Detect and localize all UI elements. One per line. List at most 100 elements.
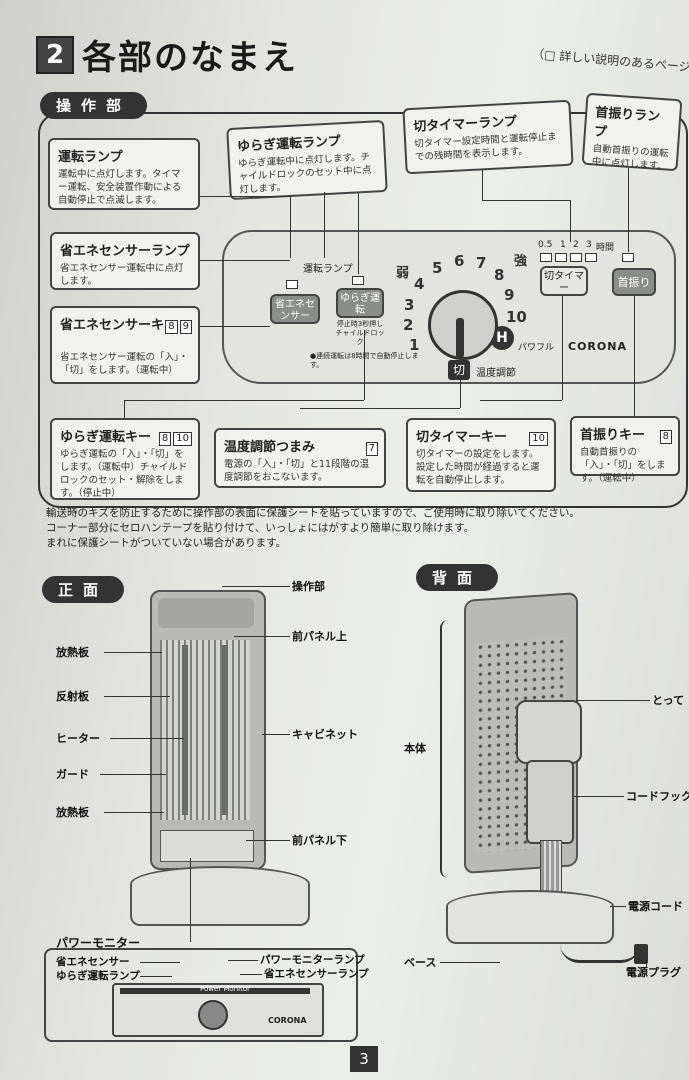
eco-sensor-button[interactable]: 省エネセンサー (270, 294, 320, 324)
front-label-left-0: 放熱板 (56, 646, 89, 659)
timer-lamp-2 (570, 253, 582, 262)
callout-desc: 省エネセンサー運転中に点灯します。 (60, 263, 184, 287)
back-label-body: 本体 (404, 742, 426, 755)
front-grille (160, 640, 250, 820)
timer-lamp-0 (540, 253, 552, 262)
monitor-label-power-lamp: パワーモニターランプ (260, 954, 365, 966)
powerful-label: パワフル (518, 343, 555, 353)
callout-title: 運転ランプ (58, 150, 123, 165)
timer-lamp-3 (585, 253, 597, 262)
front-control-area (158, 598, 254, 628)
dial-number: 2 (403, 316, 414, 334)
front-label-right-2: キャビネット (292, 728, 358, 741)
leader-line (562, 296, 563, 400)
callout-title: 温度調節つまみ (224, 440, 316, 455)
main-body-bracket (440, 620, 450, 878)
leader-line (364, 330, 365, 400)
back-label-handle: とって (652, 694, 685, 707)
heater-tube (222, 645, 228, 815)
leader-line (222, 586, 290, 587)
timer-scale-0: 0.5 (538, 240, 553, 250)
back-label-base: ベース (404, 956, 437, 969)
leader-line (246, 840, 290, 841)
page-ref: 10 (529, 432, 548, 446)
monitor-strip (120, 988, 310, 994)
yuragi-button[interactable]: ゆらぎ運転 (336, 288, 384, 318)
callout-desc: 切タイマー設定時間と運転停止までの残時間を表示します。 (413, 131, 557, 163)
reference-note: （□ 詳しい説明のあるページ） (531, 46, 689, 76)
handle (516, 700, 582, 764)
leader-line (358, 192, 359, 274)
off-timer-button[interactable]: 切タイマー (540, 266, 588, 296)
page-ref: 9 (179, 320, 192, 334)
page-number: 3 (350, 1046, 378, 1072)
timer-scale-3: 3 (586, 240, 592, 250)
notes: 輸送時のキズを防止するために操作部の表面に保護シートを貼っていますので、ご使用時… (46, 506, 682, 551)
back-label-power-plug: 電源プラグ (626, 966, 681, 979)
dial-number: 10 (506, 308, 527, 326)
front-section-label: 正面 (42, 576, 125, 603)
callout-off-timer-key: 切タイマーキー 10 切タイマーの設定をします。設定した時間が経過すると運転を自… (406, 418, 556, 492)
yuragi-lamp-indicator (352, 276, 364, 285)
leader-line (290, 196, 291, 258)
note-line: まれに保護シートがついていない場合があります。 (46, 537, 287, 549)
monitor-brand: CORONA (268, 1016, 307, 1025)
swing-button[interactable]: 首振り (612, 268, 656, 296)
front-label-left-1: 反射板 (56, 690, 89, 703)
leader-line (234, 636, 290, 637)
timer-scale-2: 2 (573, 240, 579, 250)
page-ref: 8 (659, 430, 672, 444)
note-line: 輸送時のキズを防止するために操作部の表面に保護シートを貼っていますので、ご使用時… (46, 507, 580, 519)
temp-adjust-label: 温度調節 (476, 368, 516, 379)
monitor-label-eco-lamp: 省エネセンサーランプ (264, 968, 369, 980)
cord-hook (526, 760, 574, 844)
front-label-left-2: ヒーター (56, 732, 100, 745)
power-monitor-frame (44, 948, 358, 1042)
swing-lamp-indicator (622, 253, 634, 262)
callout-desc: ゆらぎ運転中に点灯します。チャイルドロックのセット中に点灯します。 (237, 151, 372, 196)
leader-line (262, 734, 290, 735)
front-lower-panel (160, 830, 254, 862)
leader-line (190, 858, 191, 942)
front-label-right-0: 操作部 (292, 580, 325, 593)
leader-line (200, 196, 290, 197)
note-line: コーナー部分にセロハンテープを貼り付けて、いっしょにはがすより簡単に取り除けます… (46, 522, 475, 534)
power-cord (560, 944, 640, 963)
panel-operation-lamp-label: 運転ランプ (303, 264, 353, 275)
leader-line (228, 960, 258, 961)
yuragi-sub-label: 停止時3秒押しチャイルドロック (335, 320, 385, 346)
callout-title: 省エネセンサーキー (60, 318, 178, 333)
callout-title: ゆらぎ運転キー (60, 430, 152, 445)
callout-title: 首振りキー (580, 428, 646, 443)
leader-line (324, 192, 325, 258)
callout-desc: 電源の「入」・「切」と11段階の温度調節をおこないます。 (224, 459, 370, 483)
page-refs: 8 (658, 424, 672, 444)
leader-line (110, 738, 184, 739)
auto-stop-note: ●連続運転は8時間で自動停止します。 (310, 352, 419, 369)
dial-number: 4 (414, 275, 425, 293)
callout-desc: 自動首振りの「入」・「切」をします。（運転中） (580, 447, 666, 484)
leader-line (482, 200, 570, 201)
callout-desc: 切タイマーの設定をします。設定した時間が経過すると運転を自動停止します。 (416, 449, 540, 486)
strong-label: 強 (514, 254, 528, 269)
callout-eco-sensor-lamp: 省エネセンサーランプ 省エネセンサー運転中に点灯します。 (50, 232, 200, 290)
leader-line (574, 796, 624, 797)
callout-operation-lamp: 運転ランプ 運転中に点灯します。タイマー運転、安全装置作動による自動停止で点滅し… (48, 138, 200, 210)
callout-desc: 自動首振りの運転中に点灯します。 (591, 143, 669, 173)
front-label-left-3: ガード (56, 768, 89, 781)
leader-line (200, 326, 270, 327)
dial-number: 7 (476, 254, 487, 272)
leader-line (124, 400, 364, 401)
page-refs: 10 (527, 426, 548, 446)
leader-line (482, 170, 483, 200)
timer-scale-unit: 時間 (596, 243, 615, 253)
callout-title: 省エネセンサーランプ (60, 244, 190, 259)
monitor-label-yuragi-lamp: ゆらぎ運転ランプ (56, 970, 140, 982)
power-monitor-sensor (198, 1000, 228, 1030)
front-label-right-1: 前パネル上 (292, 630, 347, 643)
front-label-left-4: 放熱板 (56, 806, 89, 819)
